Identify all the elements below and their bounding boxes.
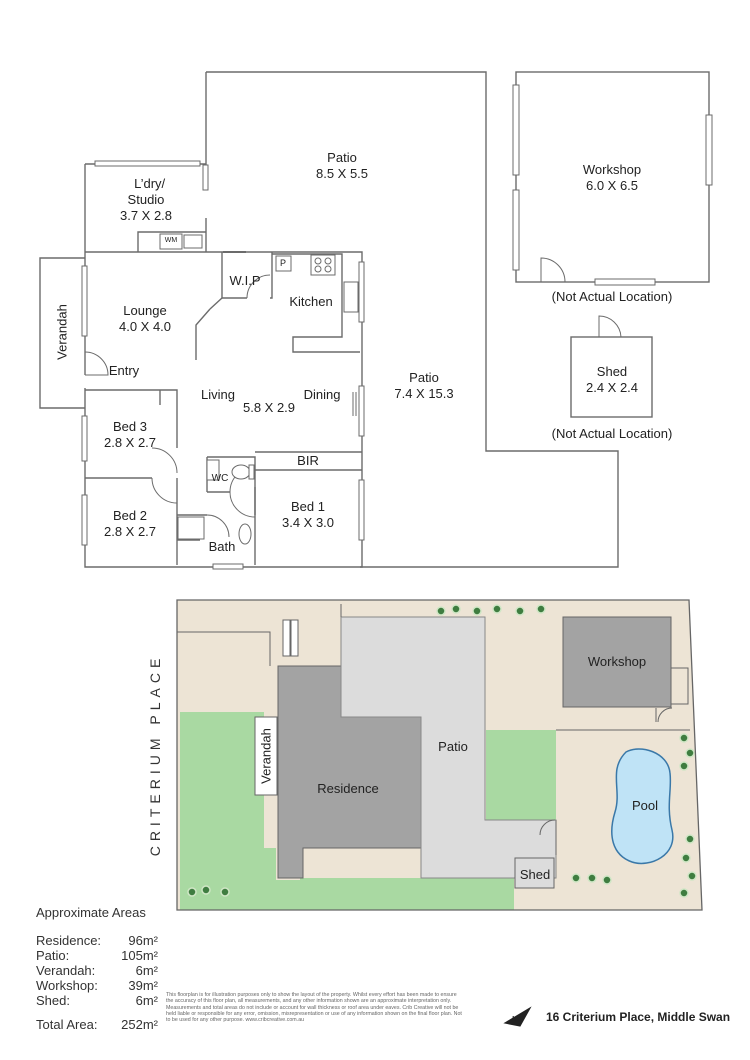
not-actual-location-shed: (Not Actual Location)	[551, 426, 673, 441]
floor-plan-walls	[39, 71, 619, 568]
shrub-icon	[687, 871, 697, 881]
not-actual-location-workshop: (Not Actual Location)	[551, 289, 673, 304]
shrub-icon	[472, 606, 482, 616]
disclaimer: This floorplan is for illustration purpo…	[166, 992, 462, 1024]
shrub-icon	[681, 853, 691, 863]
site-label-verandah: Verandah	[258, 728, 274, 784]
shrub-icon	[571, 873, 581, 883]
room-label-kitchen: Kitchen	[289, 294, 333, 309]
room-dims-living: 5.8 X 2.9	[242, 400, 296, 415]
shrub-icon	[679, 888, 689, 898]
svg-text:N: N	[512, 1015, 518, 1024]
shrub-icon	[436, 606, 446, 616]
shrub-icon	[220, 887, 230, 897]
shrub-icon	[685, 834, 695, 844]
site-label-shed: Shed	[519, 867, 551, 882]
property-address: 16 Criterium Place, Middle Swan	[546, 1010, 731, 1024]
shrub-icon	[515, 606, 525, 616]
shrub-icon	[451, 604, 461, 614]
room-label-living: Living	[201, 387, 235, 402]
shed-outline	[570, 315, 653, 418]
room-label-verandah: Verandah	[54, 304, 70, 360]
site-label-workshop: Workshop	[587, 654, 647, 669]
approximate-areas: Approximate Areas Residence:96m² Patio:1…	[36, 905, 158, 1032]
shrub-icon	[201, 885, 211, 895]
north-arrow-icon: N	[503, 1006, 532, 1027]
shrub-icon	[679, 761, 689, 771]
site-label-patio: Patio	[438, 739, 468, 754]
room-label-entry: Entry	[108, 363, 140, 378]
room-label-wip: W.I.P	[229, 273, 261, 288]
shrub-icon	[536, 604, 546, 614]
area-row: Patio:105m²	[36, 948, 158, 963]
area-row: Workshop:39m²	[36, 978, 158, 993]
shrub-icon	[587, 873, 597, 883]
area-row: Residence:96m²	[36, 933, 158, 948]
pantry-label: P	[279, 258, 287, 268]
fixtures	[159, 233, 359, 545]
room-label-bath: Bath	[208, 539, 236, 554]
area-row: Shed:6m²	[36, 993, 158, 1008]
room-label-bir: BIR	[297, 453, 319, 468]
room-label-dining: Dining	[303, 387, 341, 402]
shrub-icon	[602, 875, 612, 885]
areas-heading: Approximate Areas	[36, 905, 146, 920]
shrub-icon	[187, 887, 197, 897]
street-name: CRITERIUM PLACE	[147, 653, 163, 857]
shrub-icon	[685, 748, 695, 758]
windows	[81, 160, 365, 570]
shrub-icon	[679, 733, 689, 743]
room-label-wc: WC	[211, 473, 229, 484]
area-row: Verandah:6m²	[36, 963, 158, 978]
site-label-pool: Pool	[631, 798, 659, 813]
washing-machine-label: WM	[164, 237, 178, 244]
shrub-icon	[492, 604, 502, 614]
area-total-row: Total Area:252m²	[36, 1017, 158, 1032]
site-plan	[176, 599, 703, 911]
site-label-residence: Residence	[317, 781, 379, 796]
